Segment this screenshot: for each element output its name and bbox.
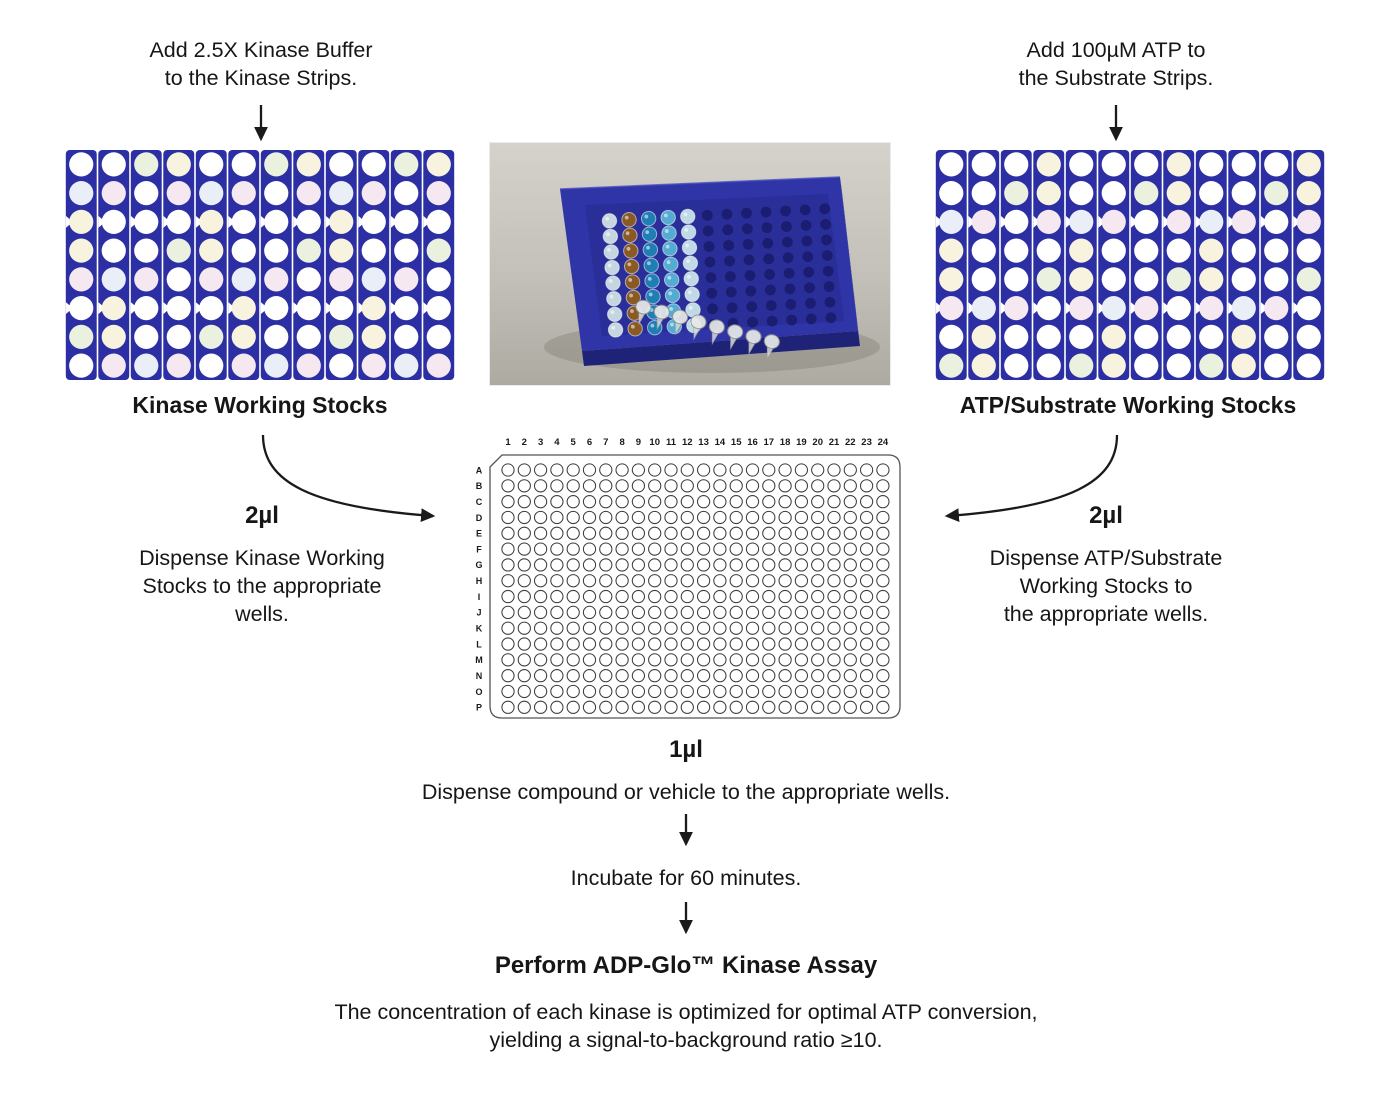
atp-dispense-line2: Working Stocks to xyxy=(1019,574,1193,598)
svg-text:13: 13 xyxy=(698,437,709,448)
kinase-working-stocks-plate xyxy=(65,150,455,380)
svg-text:11: 11 xyxy=(666,437,677,448)
svg-text:J: J xyxy=(476,608,481,618)
svg-text:2: 2 xyxy=(522,437,527,448)
atp-dispense-line1: Dispense ATP/Substrate xyxy=(989,546,1223,570)
atp-instruction: Add 100µM ATP to the Substrate Strips. xyxy=(945,36,1287,92)
down-arrow-incubate-icon xyxy=(679,814,693,847)
svg-text:5: 5 xyxy=(571,437,577,448)
kinase-buffer-instruction-line2: to the Kinase Strips. xyxy=(164,66,358,90)
atp-plate-label: ATP/Substrate Working Stocks xyxy=(959,392,1297,418)
kinase-buffer-instruction: Add 2.5X Kinase Buffer to the Kinase Str… xyxy=(90,36,432,92)
kinase-plate-label: Kinase Working Stocks xyxy=(132,392,388,418)
compound-dispense-text: Dispense compound or vehicle to the appr… xyxy=(421,780,951,804)
svg-text:O: O xyxy=(475,687,482,697)
svg-text:20: 20 xyxy=(812,437,823,448)
svg-text:10: 10 xyxy=(649,437,660,448)
svg-text:7: 7 xyxy=(603,437,608,448)
atp-instruction-line1: Add 100µM ATP to xyxy=(1026,38,1206,62)
atp-substrate-working-stocks-plate xyxy=(935,150,1325,380)
svg-text:B: B xyxy=(476,481,483,491)
curved-arrow-atp-to-plate-icon xyxy=(944,434,1119,523)
kinase-dispense-line3: wells. xyxy=(235,602,289,626)
atp-instruction-line2: the Substrate Strips. xyxy=(1018,66,1214,90)
svg-text:M: M xyxy=(475,655,483,665)
svg-text:4: 4 xyxy=(554,437,560,448)
svg-text:21: 21 xyxy=(829,437,840,448)
compound-volume-label: 1µl xyxy=(669,736,703,763)
svg-text:F: F xyxy=(476,544,482,554)
svg-text:16: 16 xyxy=(747,437,758,448)
atp-dispense-text: Dispense ATP/Substrate Working Stocks to… xyxy=(946,544,1266,628)
incubate-text: Incubate for 60 minutes. xyxy=(570,866,802,890)
assay-note-line1: The concentration of each kinase is opti… xyxy=(334,1000,1038,1024)
kinase-dispense-text: Dispense Kinase Working Stocks to the ap… xyxy=(102,544,422,628)
svg-text:9: 9 xyxy=(636,437,641,448)
svg-text:1: 1 xyxy=(505,437,511,448)
svg-text:14: 14 xyxy=(715,437,726,448)
kinase-buffer-instruction-line1: Add 2.5X Kinase Buffer xyxy=(149,38,373,62)
atp-dispense-line3: the appropriate wells. xyxy=(1003,602,1209,626)
svg-text:3: 3 xyxy=(538,437,543,448)
kinase-volume-label: 2µl xyxy=(245,502,279,529)
svg-text:A: A xyxy=(476,465,483,475)
svg-text:N: N xyxy=(476,671,483,681)
svg-text:H: H xyxy=(476,576,483,586)
down-arrow-kinase-icon xyxy=(254,105,268,142)
svg-text:23: 23 xyxy=(861,437,872,448)
svg-text:15: 15 xyxy=(731,437,742,448)
svg-text:19: 19 xyxy=(796,437,807,448)
assay-note-line2: yielding a signal-to-background ratio ≥1… xyxy=(489,1028,883,1052)
svg-text:22: 22 xyxy=(845,437,856,448)
svg-text:C: C xyxy=(476,497,483,507)
svg-text:G: G xyxy=(475,560,482,570)
svg-text:D: D xyxy=(476,513,483,523)
svg-text:I: I xyxy=(478,592,481,602)
svg-text:L: L xyxy=(476,639,482,649)
atp-volume-label: 2µl xyxy=(1089,502,1123,529)
curved-arrow-kinase-to-plate-icon xyxy=(261,434,436,523)
pcr-plate-photo xyxy=(490,143,890,385)
down-arrow-assay-icon xyxy=(679,902,693,935)
down-arrow-atp-icon xyxy=(1109,105,1123,142)
svg-text:18: 18 xyxy=(780,437,791,448)
svg-text:8: 8 xyxy=(619,437,624,448)
svg-text:24: 24 xyxy=(878,437,889,448)
svg-text:6: 6 xyxy=(587,437,592,448)
svg-text:P: P xyxy=(476,703,482,713)
kinase-dispense-line2: Stocks to the appropriate xyxy=(142,574,382,598)
svg-text:12: 12 xyxy=(682,437,693,448)
kinase-dispense-line1: Dispense Kinase Working xyxy=(139,546,385,570)
svg-text:K: K xyxy=(476,624,483,634)
assay-title: Perform ADP-Glo™ Kinase Assay xyxy=(494,952,878,979)
svg-text:17: 17 xyxy=(764,437,775,448)
svg-text:E: E xyxy=(476,529,482,539)
assay-note: The concentration of each kinase is opti… xyxy=(280,998,1092,1054)
